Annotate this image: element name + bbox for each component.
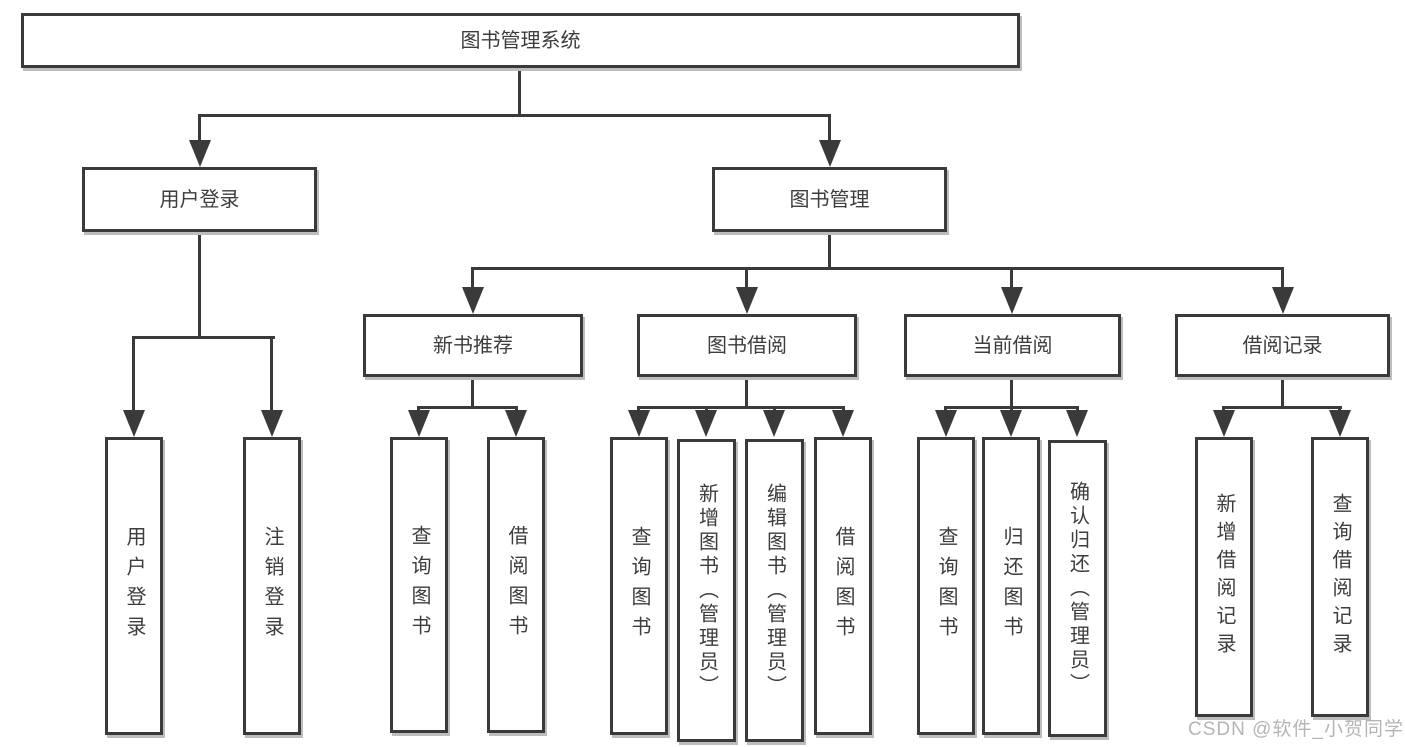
arrow-to-edit-books-admin (763, 410, 785, 437)
diagram-node-current-borrowing: 当前借阅 (904, 314, 1121, 377)
diagram-node-book-borrowing: 图书借阅 (637, 314, 857, 377)
arrow-to-query-books-recommend (408, 410, 430, 437)
csdn-watermark: CSDN @软件_小贺同学 (1188, 719, 1404, 740)
arrow-to-add-borrow-record (1213, 410, 1235, 437)
diagram-node-new-book-recommend: 新书推荐 (363, 314, 583, 377)
diagram-leaf-borrow-books: 借阅图书 (814, 437, 872, 735)
arrow-to-add-books-admin (695, 410, 717, 437)
connector-current-borrowing-stem (1010, 377, 1013, 406)
connector-stub-leaf-user-login (132, 336, 135, 414)
diagram-node-borrow-records: 借阅记录 (1175, 314, 1390, 377)
connector-stub-book-borrowing (745, 267, 748, 291)
arrow-to-borrow-records (1272, 287, 1294, 314)
arrow-to-book-borrowing (736, 287, 758, 314)
diagram-leaf-query-books-current: 查询图书 (917, 437, 975, 735)
diagram-node-root: 图书管理系统 (21, 13, 1020, 68)
diagram-node-user-login: 用户登录 (82, 167, 317, 232)
arrow-to-leaf-user-login (123, 410, 145, 437)
connector-borrow-records-hline (1222, 406, 1342, 409)
arrow-to-borrow-books-recommend (505, 410, 527, 437)
connector-book-management-hline (471, 267, 1284, 270)
connector-user-login-stem (198, 232, 201, 336)
connector-stub-current-borrowing (1010, 267, 1013, 291)
connector-user-login-hline (132, 336, 275, 339)
diagram-leaf-add-borrow-record: 新增借阅记录 (1195, 437, 1253, 717)
arrow-to-query-books-borrowing (628, 410, 650, 437)
diagram-leaf-query-books-borrowing: 查询图书 (610, 437, 668, 735)
connector-stub-book-management (828, 114, 831, 144)
arrow-to-leaf-logout (261, 410, 283, 437)
arrow-to-query-borrow-record (1329, 410, 1351, 437)
connector-book-borrowing-hline (637, 406, 845, 409)
diagram-leaf-query-books-recommend: 查询图书 (390, 437, 448, 733)
arrow-to-new-book-recommend (462, 287, 484, 314)
connector-new-book-recommend-hline (417, 406, 518, 409)
diagram-leaf-query-borrow-record: 查询借阅记录 (1311, 437, 1369, 717)
diagram-leaf-confirm-return-admin: 确认归还（管理员） (1048, 440, 1107, 737)
arrow-to-current-borrowing (1001, 287, 1023, 314)
diagram-node-book-management: 图书管理 (712, 167, 947, 232)
connector-book-management-stem (828, 232, 831, 267)
connector-stub-borrow-records (1281, 267, 1284, 291)
connector-root-hline (198, 114, 831, 117)
connector-stub-new-book-recommend (471, 267, 474, 291)
connector-root-stem (518, 68, 521, 114)
arrow-to-confirm-return-admin (1066, 410, 1088, 437)
connector-borrow-records-stem (1281, 377, 1284, 406)
arrow-to-user-login (189, 140, 211, 167)
diagram-leaf-borrow-books-recommend: 借阅图书 (487, 437, 545, 733)
arrow-to-return-books (1000, 410, 1022, 437)
arrow-to-query-books-current (935, 410, 957, 437)
connector-book-borrowing-stem (745, 377, 748, 406)
diagram-leaf-edit-books-admin: 编辑图书（管理员） (745, 439, 804, 742)
diagram-leaf-add-books-admin: 新增图书（管理员） (677, 439, 736, 742)
diagram-leaf-user-login: 用户登录 (105, 437, 163, 735)
diagram-leaf-logout: 注销登录 (243, 437, 301, 735)
arrow-to-book-management (819, 140, 841, 167)
connector-stub-user-login (198, 114, 201, 144)
arrow-to-borrow-books (832, 410, 854, 437)
connector-new-book-recommend-stem (471, 377, 474, 406)
connector-stub-leaf-logout (270, 336, 273, 414)
diagram-leaf-return-books: 归还图书 (982, 437, 1040, 735)
